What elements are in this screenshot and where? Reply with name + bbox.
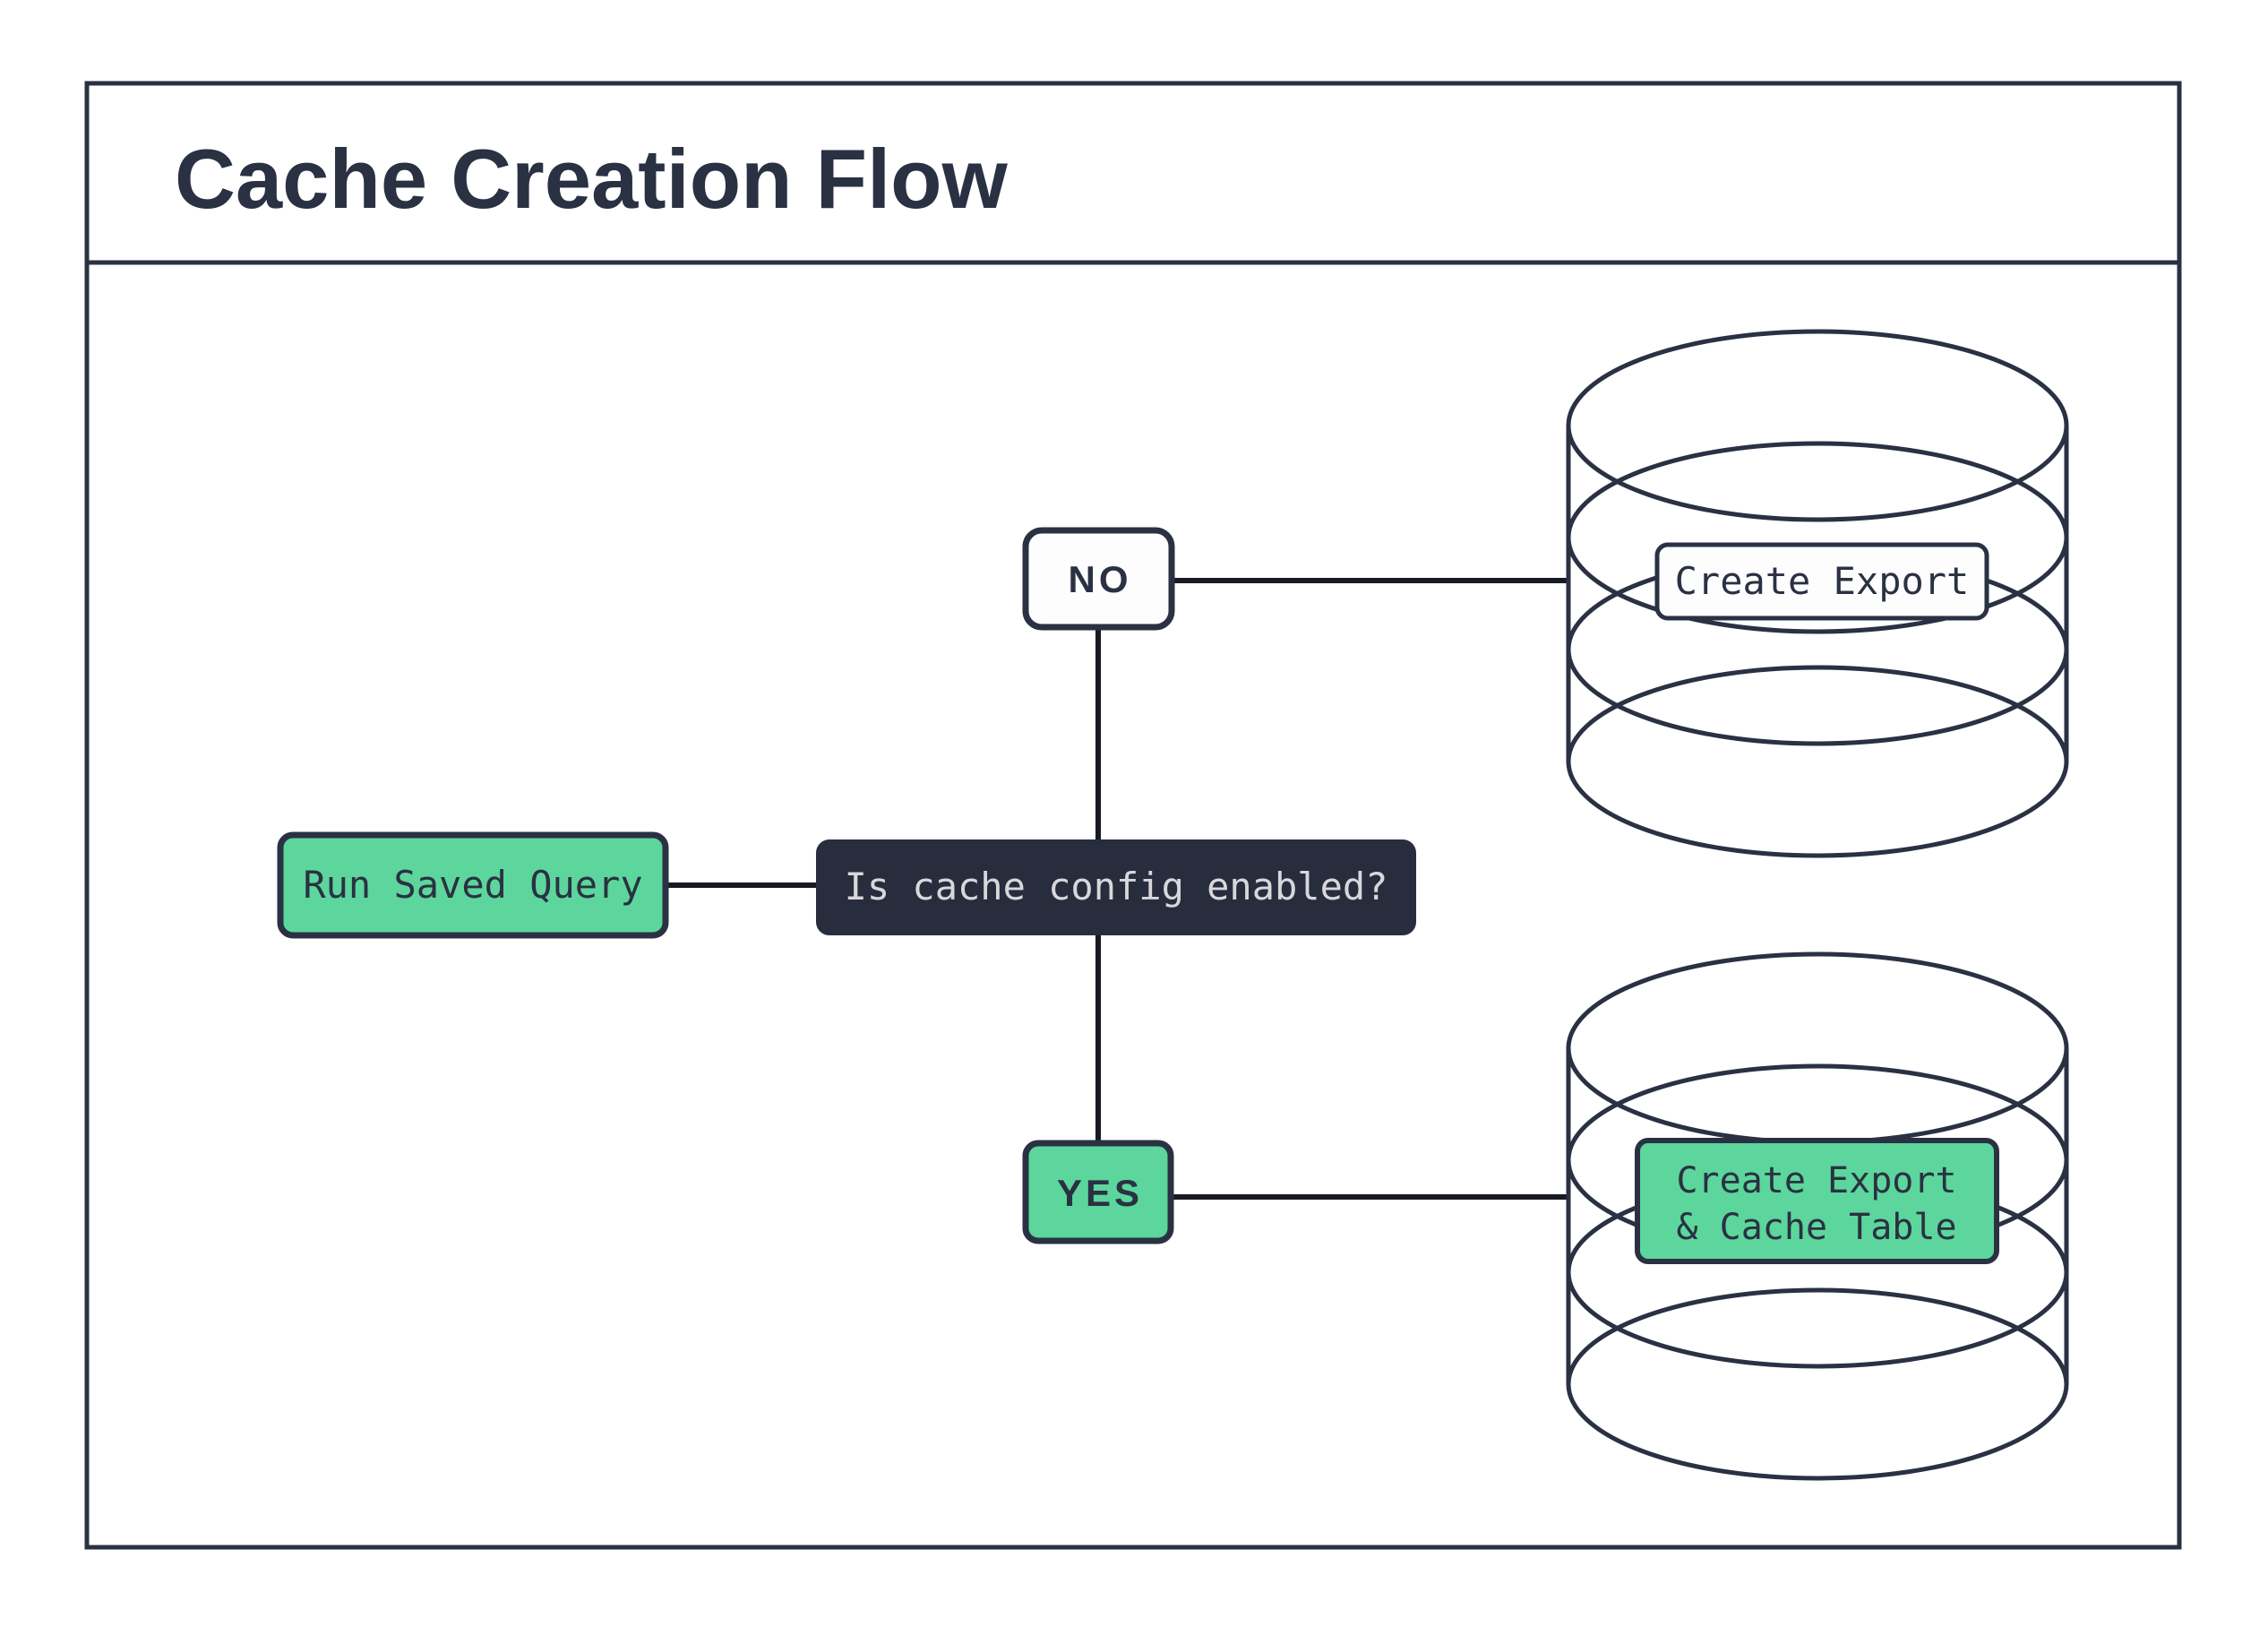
diagram-frame (84, 81, 2182, 1550)
node-create-export-cache-table (1635, 1138, 1999, 1264)
node-no-branch-box (1022, 527, 1175, 631)
node-run-saved-query-box (277, 831, 669, 939)
node-decision-label: Is cache config enabled? (845, 865, 1388, 908)
database-icon-export: Create Export (1566, 329, 2069, 858)
node-create-export (1654, 542, 1989, 621)
node-no-branch-label: NO (1069, 558, 1132, 600)
node-run-saved-query: Run Saved Query (277, 831, 669, 939)
node-create-export-cache-table-label-line2: & Cache Table (1676, 1207, 1956, 1248)
node-yes-branch-label: YES (1057, 1172, 1143, 1214)
node-no-branch: NO (1022, 527, 1175, 631)
node-run-saved-query-label: Run Saved Query (303, 863, 642, 907)
node-create-export-label: Create Export (1675, 559, 1970, 603)
node-decision-box (816, 839, 1416, 935)
node-yes-branch-box (1022, 1140, 1174, 1244)
diagram-title: Cache Creation Flow (175, 132, 1009, 226)
node-create-export-cache-table-label-line1: Create Export (1676, 1160, 1956, 1201)
database-icon-export-cache: Create Export & Cache Table (1566, 951, 2069, 1481)
node-yes-branch: YES (1022, 1140, 1174, 1244)
node-decision: Is cache config enabled? (816, 839, 1416, 935)
